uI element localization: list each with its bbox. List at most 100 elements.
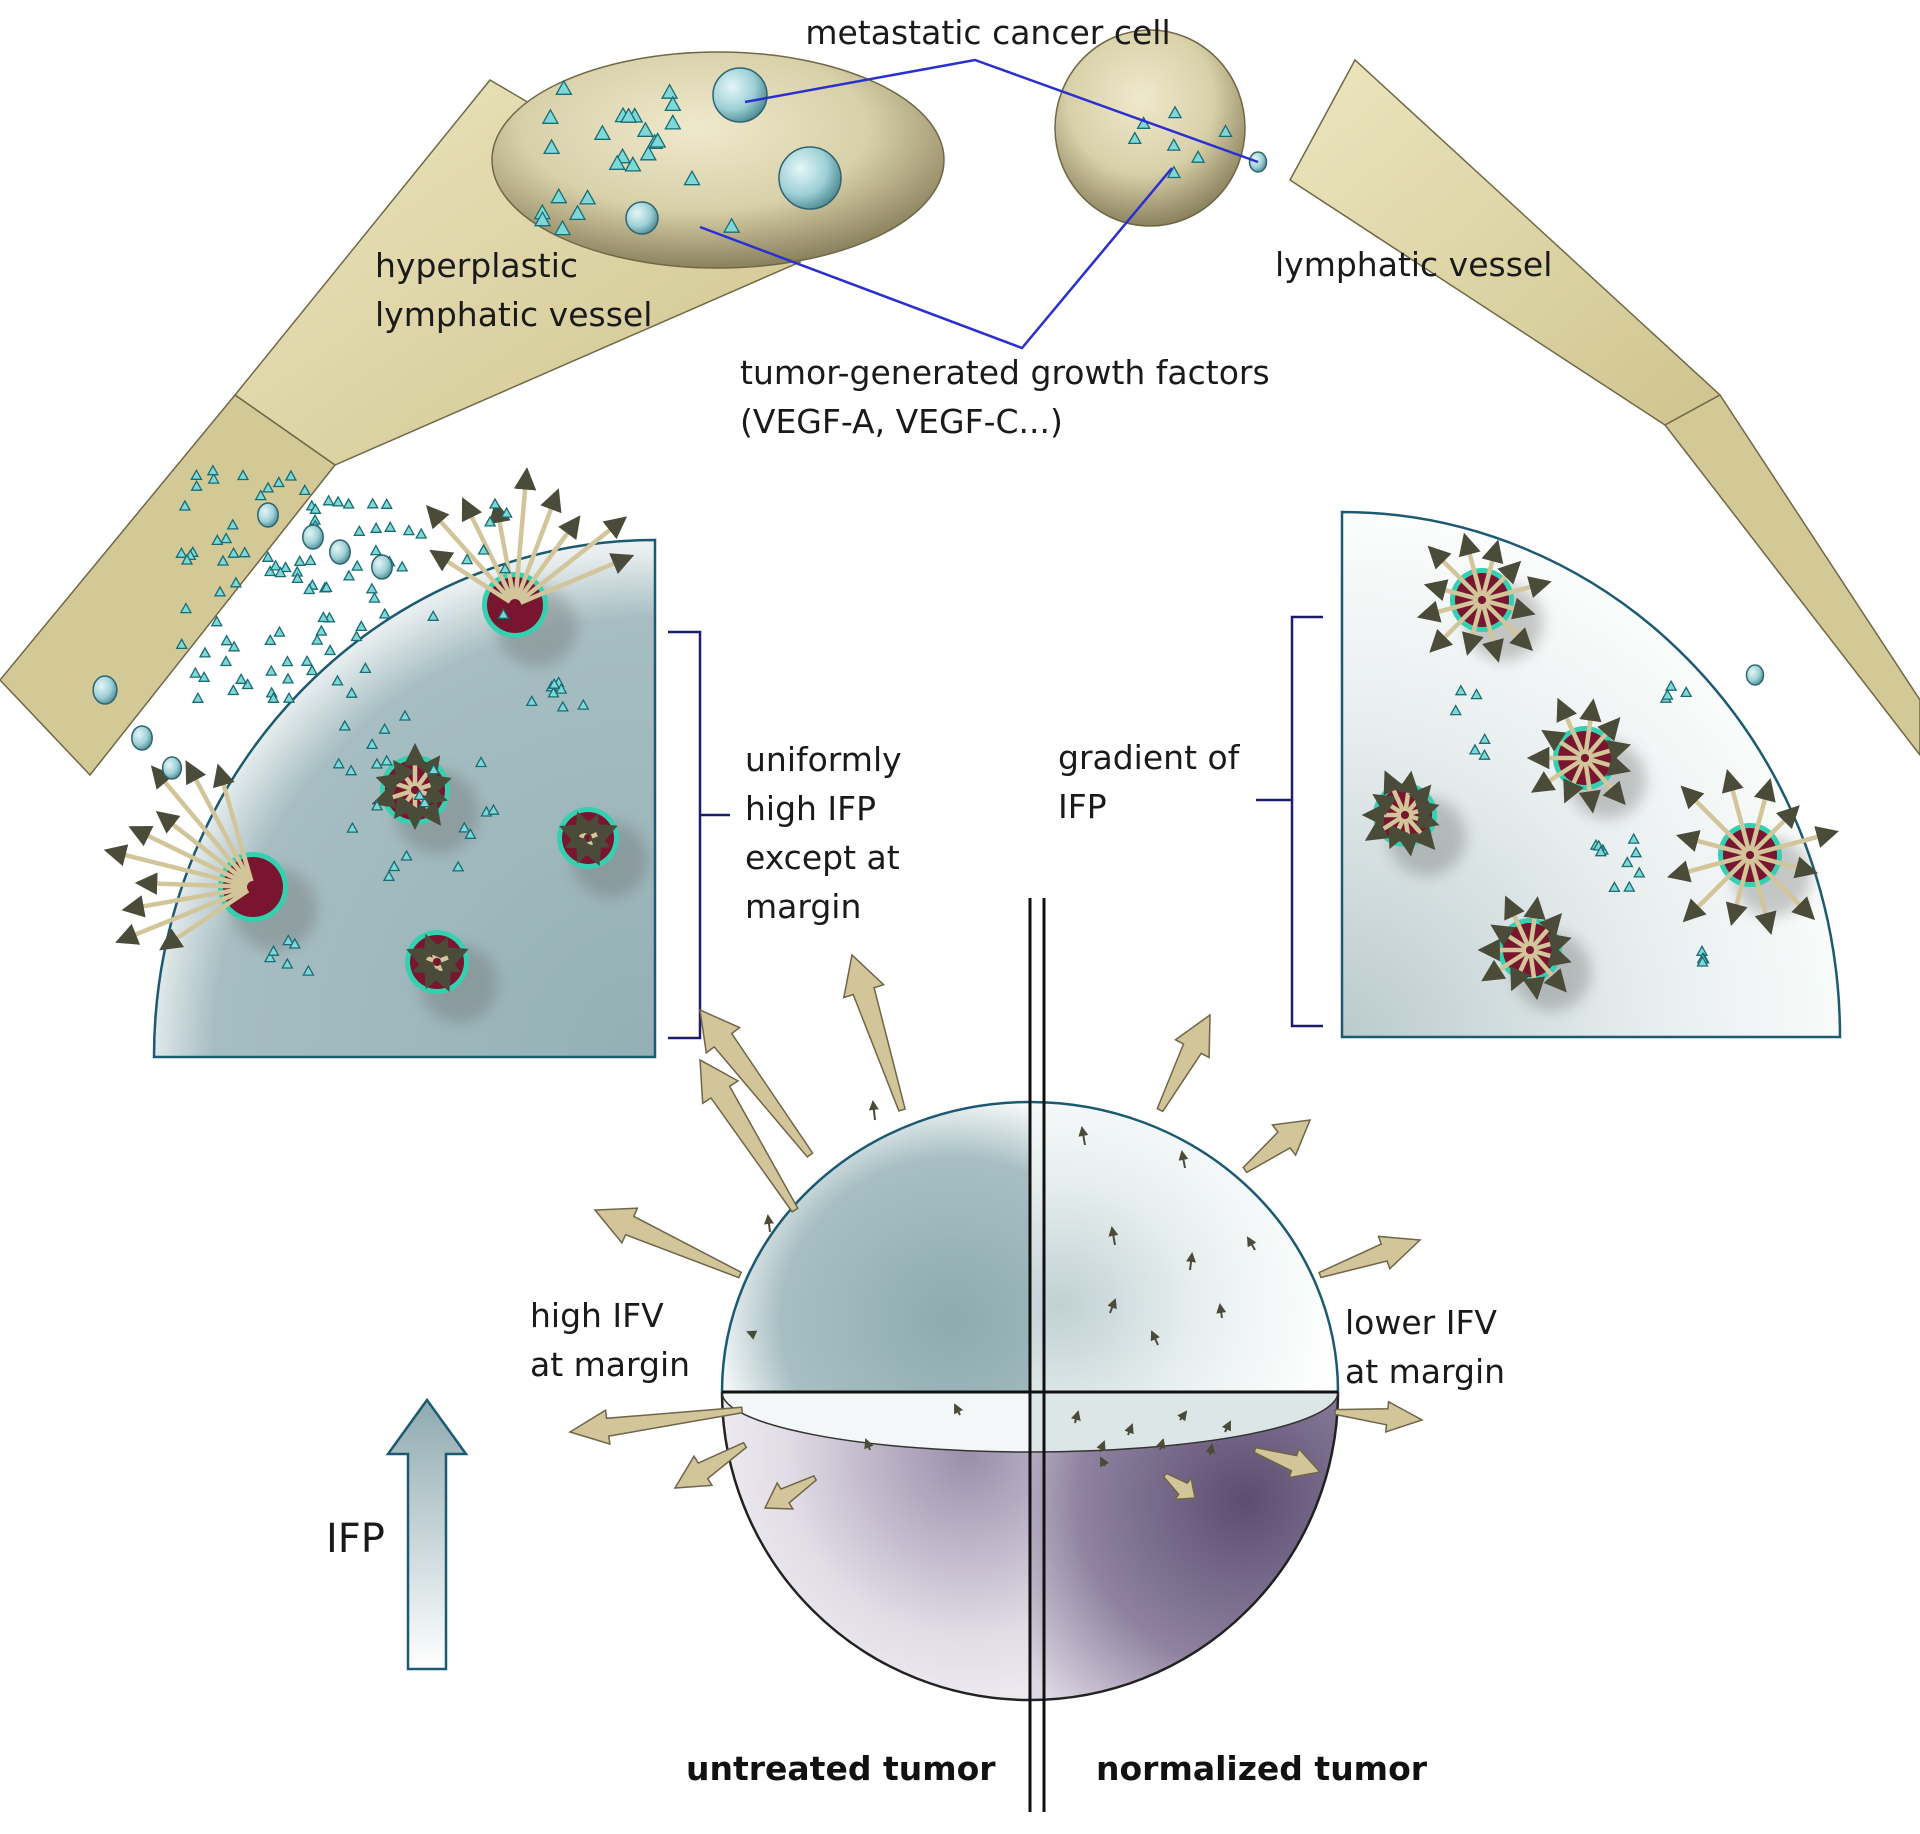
growth-factor bbox=[210, 615, 223, 627]
growth-factor bbox=[487, 803, 500, 815]
leader-lines bbox=[699, 58, 1259, 350]
growth-factor bbox=[284, 469, 298, 481]
growth-factor bbox=[189, 666, 202, 678]
vessel-outflow-arrow bbox=[1748, 777, 1776, 852]
vessel-outflow-arrow bbox=[1423, 579, 1479, 602]
growth-factor bbox=[624, 156, 642, 172]
growth-factor bbox=[578, 189, 597, 205]
growth-factor bbox=[311, 633, 324, 645]
growth-factor bbox=[542, 138, 561, 155]
vessel-outflow-arrow bbox=[1533, 933, 1572, 955]
vessel-outflow-arrow bbox=[1748, 858, 1777, 935]
right-lymphatic-vessel bbox=[1054, 29, 1920, 757]
flow-arrow-small bbox=[1216, 1303, 1227, 1319]
growth-factor bbox=[382, 870, 396, 882]
growth-factor bbox=[190, 479, 203, 491]
gradient-ifp-label-line1: gradient of bbox=[1058, 738, 1241, 777]
growth-factor bbox=[369, 521, 383, 533]
flow-arrow-small bbox=[954, 1403, 964, 1416]
growth-factor bbox=[274, 566, 287, 578]
growth-factor bbox=[267, 944, 280, 956]
lower-ifv-label-line1: lower IFV bbox=[1345, 1303, 1497, 1342]
vessel-outflow-arrow bbox=[1578, 761, 1601, 814]
growth-factor bbox=[1608, 881, 1621, 893]
growth-factor bbox=[344, 764, 358, 776]
vessel-outflow-arrow bbox=[1523, 896, 1546, 947]
growth-factor bbox=[400, 849, 413, 861]
outflow-arrow bbox=[673, 1441, 748, 1489]
growth-factor bbox=[556, 700, 569, 712]
vessel-outflow-arrow bbox=[1372, 793, 1403, 816]
growth-factor bbox=[216, 554, 230, 566]
growth-factor bbox=[427, 609, 440, 621]
metastatic-cell bbox=[161, 756, 183, 780]
vessel-outflow-arrow bbox=[513, 467, 537, 600]
metastatic-cell bbox=[625, 201, 659, 235]
vessel-outflow-arrow bbox=[519, 553, 635, 605]
growth-factor bbox=[525, 695, 538, 707]
vessel-outflow-arrow bbox=[439, 947, 469, 968]
growth-factor bbox=[291, 572, 304, 584]
outflow-arrow bbox=[1156, 1013, 1211, 1113]
growth-factor bbox=[548, 677, 561, 689]
growth-factor bbox=[263, 951, 277, 963]
growth-factor bbox=[281, 672, 295, 684]
growth-factor bbox=[553, 219, 572, 236]
vessel-outflow-arrow bbox=[1483, 560, 1522, 599]
growth-factor bbox=[1594, 845, 1607, 857]
vessel-lumen bbox=[410, 935, 464, 989]
vessel-outflow-arrow bbox=[1397, 770, 1420, 812]
growth-factor bbox=[213, 585, 227, 597]
growth-factor bbox=[279, 561, 292, 573]
vessel-outflow-arrow bbox=[121, 885, 248, 918]
flow-arrow-small bbox=[864, 1438, 874, 1451]
growth-factor bbox=[305, 664, 319, 676]
growth-factor bbox=[1468, 743, 1482, 755]
flow-arrow-small bbox=[1186, 1252, 1196, 1271]
growth-factor bbox=[298, 484, 311, 496]
growth-factor bbox=[488, 497, 502, 509]
growth-factor bbox=[227, 546, 240, 558]
vessel-outflow-arrow bbox=[428, 936, 450, 962]
vessel-outflow-arrow bbox=[1530, 758, 1583, 793]
ifp-label: IFP bbox=[326, 1516, 385, 1562]
growth-factor bbox=[300, 654, 314, 666]
flow-arrow-small bbox=[1124, 1423, 1134, 1436]
left-hyperplastic-vessel bbox=[0, 51, 945, 777]
vessel-outflow-arrow bbox=[159, 888, 250, 951]
growth-factor bbox=[474, 756, 488, 768]
growth-factor bbox=[639, 144, 657, 161]
growth-factor bbox=[683, 169, 701, 186]
vessel-outflow-arrow bbox=[1504, 895, 1531, 948]
growth-factor bbox=[303, 583, 316, 595]
growth-factor bbox=[1478, 732, 1491, 744]
gradient-ifp-label-line2: IFP bbox=[1058, 787, 1107, 826]
growth-factor bbox=[293, 555, 306, 567]
growth-factor bbox=[331, 674, 344, 686]
flow-arrow-small bbox=[1221, 1420, 1231, 1433]
growth-factor bbox=[664, 95, 682, 112]
growth-factor bbox=[288, 937, 301, 949]
flow-arrow-small bbox=[1205, 1443, 1216, 1456]
uniform-ifp-label-line4: margin bbox=[745, 887, 861, 926]
growth-factor bbox=[388, 860, 401, 872]
growth-factor bbox=[332, 757, 345, 769]
metastatic-cell bbox=[371, 554, 393, 580]
growth-factor bbox=[413, 789, 426, 801]
metastatic-cell bbox=[712, 67, 768, 123]
vessel-outflow-arrow bbox=[415, 755, 441, 789]
growth-factor bbox=[211, 534, 224, 546]
ifv-arrows bbox=[568, 953, 1424, 1510]
growth-factor bbox=[380, 754, 393, 766]
growth-factor bbox=[355, 620, 368, 632]
vessel-outflow-arrow bbox=[518, 516, 628, 604]
normalized-tumor-label: normalized tumor bbox=[1096, 1749, 1428, 1788]
growth-factor bbox=[1166, 137, 1181, 151]
growth-factor bbox=[483, 515, 497, 527]
growth-factor bbox=[338, 719, 351, 731]
vessel-outflow-arrow bbox=[1483, 601, 1534, 652]
outflow-arrow bbox=[1318, 1235, 1422, 1279]
growth-factor bbox=[458, 821, 471, 833]
vessel-outflow-arrow bbox=[1588, 754, 1632, 776]
growth-factor bbox=[1633, 866, 1646, 878]
